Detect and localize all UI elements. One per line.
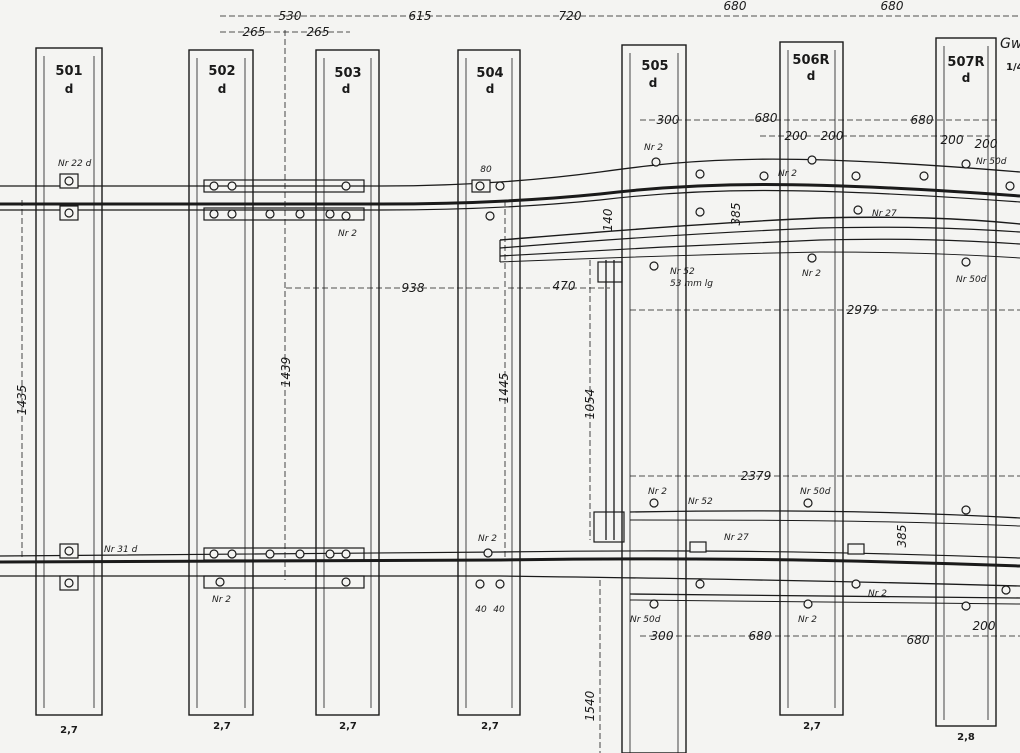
- sleeper-length-504: 2,7: [481, 721, 499, 732]
- dim-385-bottom: 385: [895, 525, 909, 548]
- dim-680-bottom-1: 680: [749, 629, 772, 643]
- sleeper-labels: 501 d 2,7 502 d 2,7 503 d 2,7 504 d 2,7 …: [55, 53, 984, 743]
- callout-nr52-bottom: Nr 52: [688, 497, 713, 507]
- dim-200-d: 200: [975, 137, 998, 151]
- sleeper-length-507R: 2,8: [957, 732, 975, 743]
- dim-680-bottom-2: 680: [907, 633, 930, 647]
- corner-note-line-2: 1/45: [1006, 62, 1020, 73]
- sleeper-id-504: 504: [476, 66, 503, 81]
- dim-615: 615: [409, 9, 432, 23]
- callout-nr2-506: Nr 2: [778, 169, 797, 179]
- callout-nr2-503: Nr 2: [338, 229, 357, 239]
- callout-nr52-sub: 53 mm lg: [670, 279, 713, 289]
- sleepers: [35, 37, 997, 753]
- dim-200-b: 200: [821, 129, 844, 143]
- dim-200-c: 200: [941, 133, 964, 147]
- callout-nr2-506b: Nr 2: [802, 269, 821, 279]
- callout-nr2-506c: Nr 2: [798, 615, 817, 625]
- dim-680-top-1: 680: [755, 111, 778, 125]
- sleeper-type-501: d: [65, 82, 74, 96]
- dim-40-a: 40: [475, 605, 487, 615]
- callout-nr31d: Nr 31 d: [104, 545, 138, 555]
- sleeper-type-504: d: [486, 82, 495, 96]
- dimension-labels: 1435 1439 1445 1054 1540 938 470 2979 23…: [15, 111, 998, 721]
- callout-nr2-507c: Nr 2: [868, 589, 887, 599]
- sleeper-id-501: 501: [55, 64, 82, 79]
- dim-530: 530: [279, 9, 302, 23]
- callout-nr22d: Nr 22 d: [58, 159, 92, 169]
- dim-680-top-2: 680: [911, 113, 934, 127]
- dim-200-a: 200: [785, 129, 808, 143]
- sleeper-id-506R: 506R: [792, 53, 829, 68]
- callout-nr2-504b: Nr 2: [478, 534, 497, 544]
- sleeper-type-503: d: [342, 82, 351, 96]
- dim-300-bottom: 300: [651, 629, 674, 643]
- dim-265-a: 265: [243, 25, 266, 39]
- sleeper-504: [457, 49, 521, 716]
- sleeper-length-503: 2,7: [339, 721, 357, 732]
- dim-1054: 1054: [583, 389, 597, 420]
- sleeper-length-506R: 2,7: [803, 721, 821, 732]
- callout-nr52-top: Nr 52: [670, 267, 695, 277]
- tie-plate-row-top: [59, 155, 1015, 271]
- dim-2379: 2379: [741, 469, 772, 483]
- dim-680-b: 680: [881, 0, 904, 13]
- dim-140: 140: [601, 208, 615, 231]
- callout-nr50d-507: Nr 50d: [976, 157, 1007, 167]
- callout-nr2-502b: Nr 2: [212, 595, 231, 605]
- dim-gauge-1435: 1435: [15, 385, 29, 416]
- sleeper-id-502: 502: [208, 64, 235, 79]
- dim-470: 470: [553, 279, 576, 293]
- dim-80: 80: [480, 165, 492, 175]
- dim-385-top: 385: [729, 203, 743, 226]
- upper-straight-rail: [0, 158, 1020, 211]
- sleeper-id-505: 505: [641, 59, 668, 74]
- fasteners: [59, 155, 1015, 611]
- lower-rail: [0, 550, 1020, 587]
- upper-switch-blade: [499, 216, 1020, 263]
- corner-note: Gw 1/45: [1000, 36, 1020, 73]
- dim-1540: 1540: [583, 690, 597, 721]
- switch-rod: [593, 260, 625, 543]
- dim-300-top: 300: [657, 113, 680, 127]
- dim-2979: 2979: [847, 303, 878, 317]
- dim-gauge-1445: 1445: [497, 373, 511, 404]
- sleeper-length-501: 2,7: [60, 725, 78, 736]
- sleeper-type-506R: d: [807, 69, 816, 83]
- dim-680-a: 680: [724, 0, 747, 13]
- dim-938: 938: [402, 281, 425, 295]
- sleeper-length-502: 2,7: [213, 721, 231, 732]
- dim-720: 720: [559, 9, 582, 23]
- sleeper-503: [315, 49, 380, 716]
- callout-nr27-bottom: Nr 27: [724, 533, 749, 543]
- top-dimension-labels: 530 615 720 680 680 265 265: [243, 0, 904, 39]
- sleeper-id-507R: 507R: [947, 55, 984, 70]
- rails: [0, 158, 1020, 605]
- sleeper-502: [188, 49, 254, 716]
- part-callouts: Nr 22 d Nr 2 Nr 2 Nr 2 Nr 27 Nr 52 53 mm…: [58, 143, 1007, 625]
- sleeper-type-502: d: [218, 82, 227, 96]
- sleeper-id-503: 503: [334, 66, 361, 81]
- sleeper-type-507R: d: [962, 71, 971, 85]
- callout-nr50d-505c: Nr 50d: [630, 615, 661, 625]
- dim-gauge-1439: 1439: [279, 357, 293, 388]
- callout-nr50d-506b: Nr 50d: [800, 487, 831, 497]
- dimension-lines: [21, 15, 1020, 753]
- callout-nr2-505: Nr 2: [644, 143, 663, 153]
- dim-200-bottom: 200: [973, 619, 996, 633]
- sleeper-507R: [935, 37, 997, 727]
- sleeper-type-505: d: [649, 76, 658, 90]
- lower-curved-rail: [629, 510, 1020, 605]
- callout-nr50d-507b: Nr 50d: [956, 275, 987, 285]
- dim-265-b: 265: [307, 25, 330, 39]
- corner-note-line-1: Gw: [1000, 36, 1020, 52]
- sleeper-501: [35, 47, 103, 716]
- dim-40-b: 40: [493, 605, 505, 615]
- callout-nr2-505b: Nr 2: [648, 487, 667, 497]
- callout-nr27-top: Nr 27: [872, 209, 897, 219]
- tie-plate-row-bottom: [59, 498, 1011, 611]
